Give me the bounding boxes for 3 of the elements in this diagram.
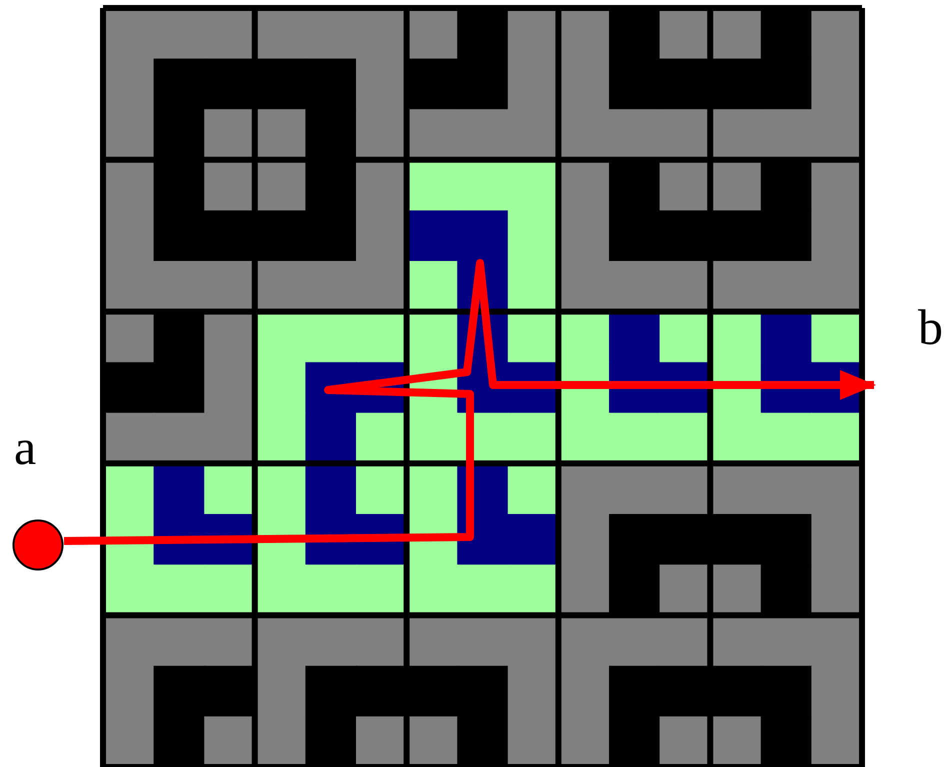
path-arrow (64, 259, 876, 545)
point-label: b (918, 302, 943, 352)
point-label: a (14, 422, 36, 472)
